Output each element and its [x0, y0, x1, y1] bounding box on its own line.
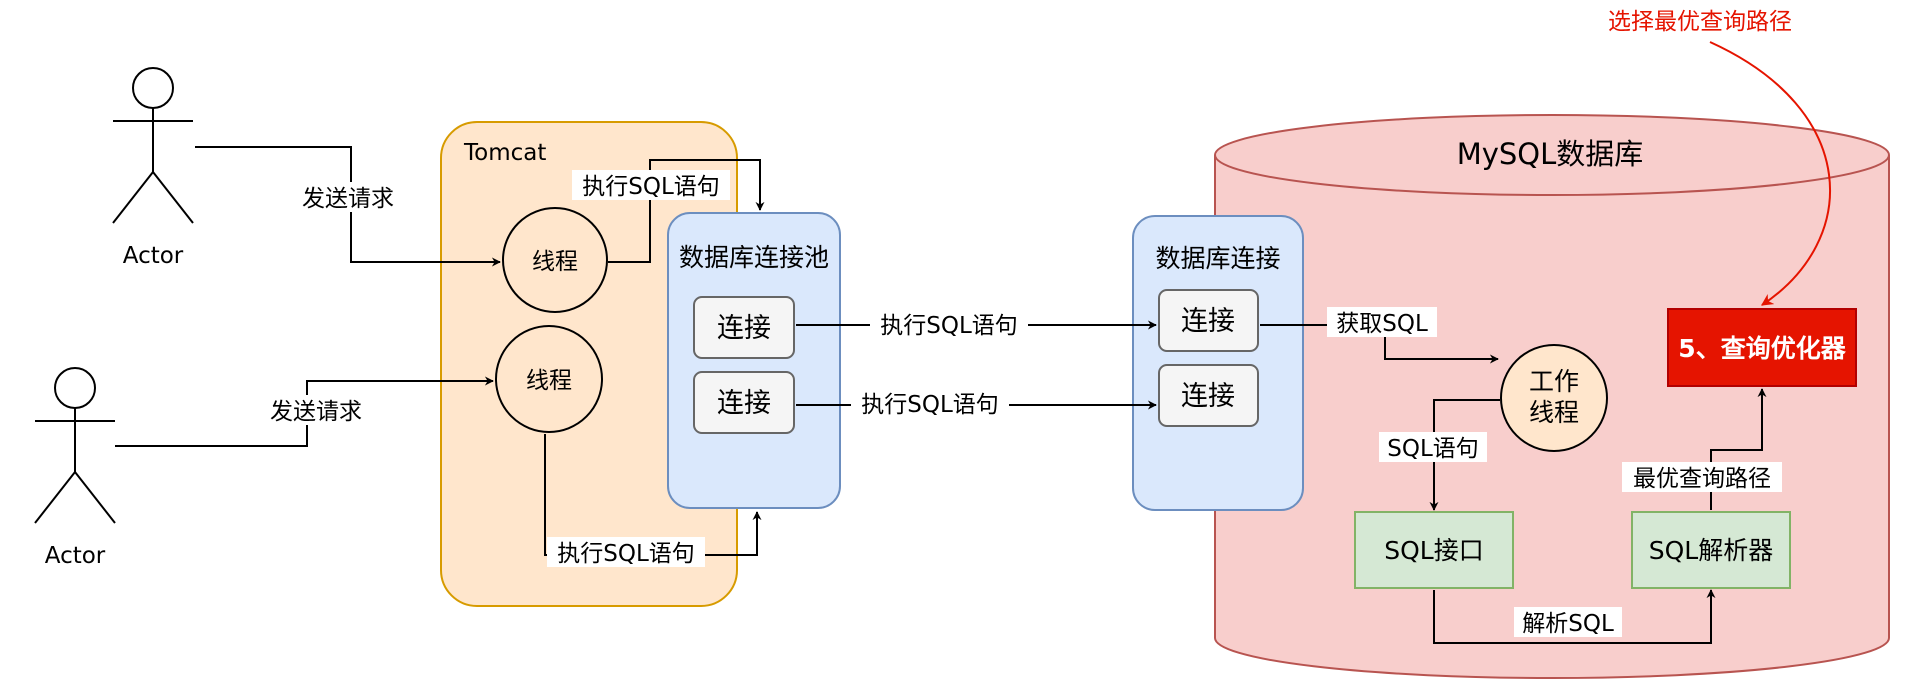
- thread-top-label: 线程: [532, 249, 578, 275]
- db-connection-2: [1158, 364, 1259, 427]
- db-connection-2-label: 连接: [1181, 381, 1235, 412]
- label-parse-sql: 解析SQL: [1522, 611, 1614, 637]
- label-sql-stmt: SQL语句: [1387, 436, 1479, 462]
- actor-bottom-label: Actor: [45, 543, 106, 569]
- thread-bottom-label: 线程: [526, 368, 572, 394]
- edge-labels: 发送请求 发送请求 执行SQL语句 执行SQL语句 执行SQL语句 执行SQL语…: [262, 170, 1782, 637]
- db-connection-1: [1158, 289, 1259, 352]
- query-optimizer-label: 5、查询优化器: [1678, 334, 1846, 363]
- edge-exec-sql-top: [608, 159, 765, 263]
- edge-get-sql: [1260, 324, 1499, 364]
- edge-sql-stmt: [1429, 399, 1500, 511]
- label-exec-sql-conn2: 执行SQL语句: [861, 392, 999, 418]
- label-send-request-1: 发送请求: [302, 186, 394, 212]
- sql-interface-label: SQL接口: [1384, 536, 1483, 565]
- label-get-sql: 获取SQL: [1336, 311, 1428, 337]
- tomcat-title: Tomcat: [463, 140, 546, 166]
- label-best-path: 最优查询路径: [1633, 466, 1771, 492]
- query-optimizer: 5、查询优化器: [1667, 308, 1857, 387]
- pool-connection-2: [693, 371, 795, 434]
- worker-thread-line2: 线程: [1529, 398, 1579, 427]
- mysql-title: MySQL数据库: [1457, 137, 1644, 171]
- label-exec-sql-top: 执行SQL语句: [582, 174, 720, 200]
- label-exec-sql-bottom: 执行SQL语句: [557, 541, 695, 567]
- thread-bottom: 线程: [495, 325, 603, 433]
- actor-top-label: Actor: [123, 243, 184, 269]
- pool-connection-2-label: 连接: [717, 388, 771, 419]
- actor-bottom: [34, 367, 116, 524]
- worker-thread: 工作 线程: [1500, 344, 1608, 452]
- label-send-request-2: 发送请求: [270, 399, 362, 425]
- pool-connection-1: [693, 296, 795, 359]
- sql-parser-label: SQL解析器: [1649, 536, 1773, 565]
- thread-top: 线程: [502, 207, 608, 313]
- db-conn-title: 数据库连接: [1155, 244, 1280, 273]
- sql-interface: SQL接口: [1354, 511, 1514, 589]
- pool-connection-1-label: 连接: [717, 313, 771, 344]
- annotation-label: 选择最优查询路径: [1608, 9, 1792, 35]
- label-exec-sql-conn1: 执行SQL语句: [880, 313, 1018, 339]
- annotation-arrow: [1709, 41, 1831, 306]
- worker-thread-line1: 工作: [1529, 367, 1579, 396]
- edge-parse-sql: [1433, 589, 1716, 644]
- connection-pool: 数据库连接池 连接 连接: [667, 212, 841, 509]
- sql-parser: SQL解析器: [1631, 511, 1791, 589]
- db-connection-1-label: 连接: [1181, 306, 1235, 337]
- database-connection: 数据库连接 连接 连接: [1132, 215, 1304, 511]
- pool-title: 数据库连接池: [679, 243, 829, 272]
- actor-top: [112, 67, 194, 224]
